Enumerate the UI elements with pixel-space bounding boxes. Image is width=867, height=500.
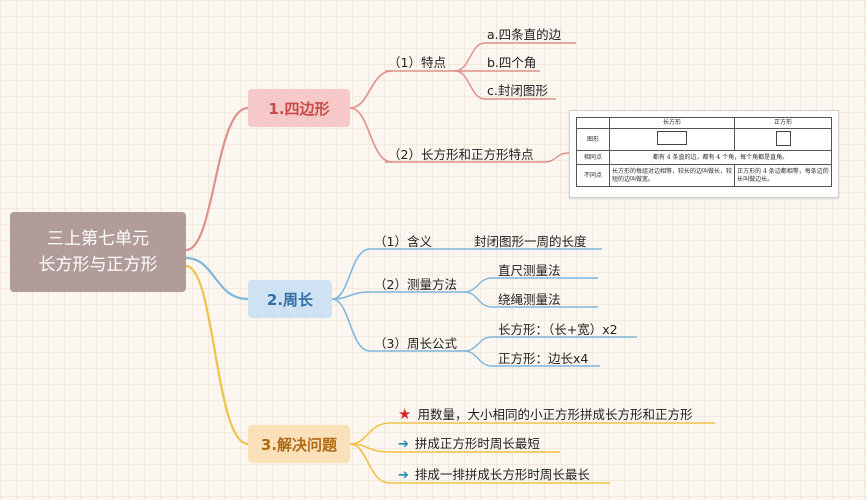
rectangle-shape <box>608 128 736 151</box>
star-icon: ★ <box>398 405 412 423</box>
branch3-item-3-text: 排成一排拼成长方形时周长最长 <box>414 467 590 482</box>
table-row-diff-square: 正方形的 4 条边都相等，每条边的长叫做边长。 <box>734 164 832 187</box>
branch2-sub3-item-rectangle[interactable]: 长方形：（长+宽）x2 <box>498 322 618 337</box>
table-header-empty <box>576 117 610 129</box>
root-title-line1: 三上第七单元 <box>47 229 149 249</box>
branch2-sub1-label[interactable]: （1）含义 <box>374 234 432 249</box>
table-header-square: 正方形 <box>734 117 832 129</box>
branch1-sub1-label[interactable]: （1）特点 <box>388 55 446 70</box>
branch1-sub1-item-b[interactable]: b.四个角 <box>487 55 537 70</box>
branch3-item-2-text: 拼成正方形时周长最短 <box>414 436 540 451</box>
table-row-same-label: 相同点 <box>576 150 610 165</box>
root-title-line2: 长方形与正方形 <box>38 255 158 275</box>
table-row-diff-rectangle: 长方形的每组对边相等，较长的边叫做长，较短的边叫做宽。 <box>608 164 736 187</box>
branch2-sub3-item-square[interactable]: 正方形：边长x4 <box>498 351 589 366</box>
branch2-sub1-item[interactable]: 封闭图形一周的长度 <box>474 234 587 249</box>
branch2-sub2-item-ruler[interactable]: 直尺测量法 <box>498 263 561 278</box>
branch3-item-1-text: 用数量，大小相同的小正方形拼成长方形和正方形 <box>417 407 693 422</box>
branch2-sub2-item-rope[interactable]: 绕绳测量法 <box>498 292 561 307</box>
branch3-item-2[interactable]: ➔ 拼成正方形时周长最短 <box>398 433 540 452</box>
square-shape <box>734 128 832 151</box>
branch3-item-1[interactable]: ★ 用数量，大小相同的小正方形拼成长方形和正方形 <box>398 404 692 423</box>
branch1-sub2-label[interactable]: （2）长方形和正方形特点 <box>388 147 534 162</box>
rectangle-square-comparison-table: 长方形 正方形 图形 相同点 都有 4 条直的边，都有 4 个角，每个角都是直角… <box>569 110 839 198</box>
branch1-sub1-item-c[interactable]: c.封闭图形 <box>487 83 548 98</box>
root-node[interactable]: 三上第七单元 长方形与正方形 <box>10 212 186 292</box>
branch2-sub2-label[interactable]: （2）测量方法 <box>374 277 457 292</box>
table-header-rectangle: 长方形 <box>608 117 736 129</box>
branch2-sub3-label[interactable]: （3）周长公式 <box>374 336 457 351</box>
arrow-right-icon: ➔ <box>398 468 409 483</box>
branch3-node[interactable]: 3.解决问题 <box>248 425 350 463</box>
branch1-node[interactable]: 1.四边形 <box>248 89 350 127</box>
branch2-node[interactable]: 2.周长 <box>248 280 332 318</box>
table-row-diff-label: 不同点 <box>576 164 610 187</box>
table-row-shape-label: 图形 <box>576 128 610 151</box>
arrow-right-icon: ➔ <box>398 437 409 452</box>
table-row-same-text: 都有 4 条直的边，都有 4 个角，每个角都是直角。 <box>609 150 832 165</box>
branch1-sub1-item-a[interactable]: a.四条直的边 <box>487 27 562 42</box>
branch3-item-3[interactable]: ➔ 排成一排拼成长方形时周长最长 <box>398 464 590 483</box>
